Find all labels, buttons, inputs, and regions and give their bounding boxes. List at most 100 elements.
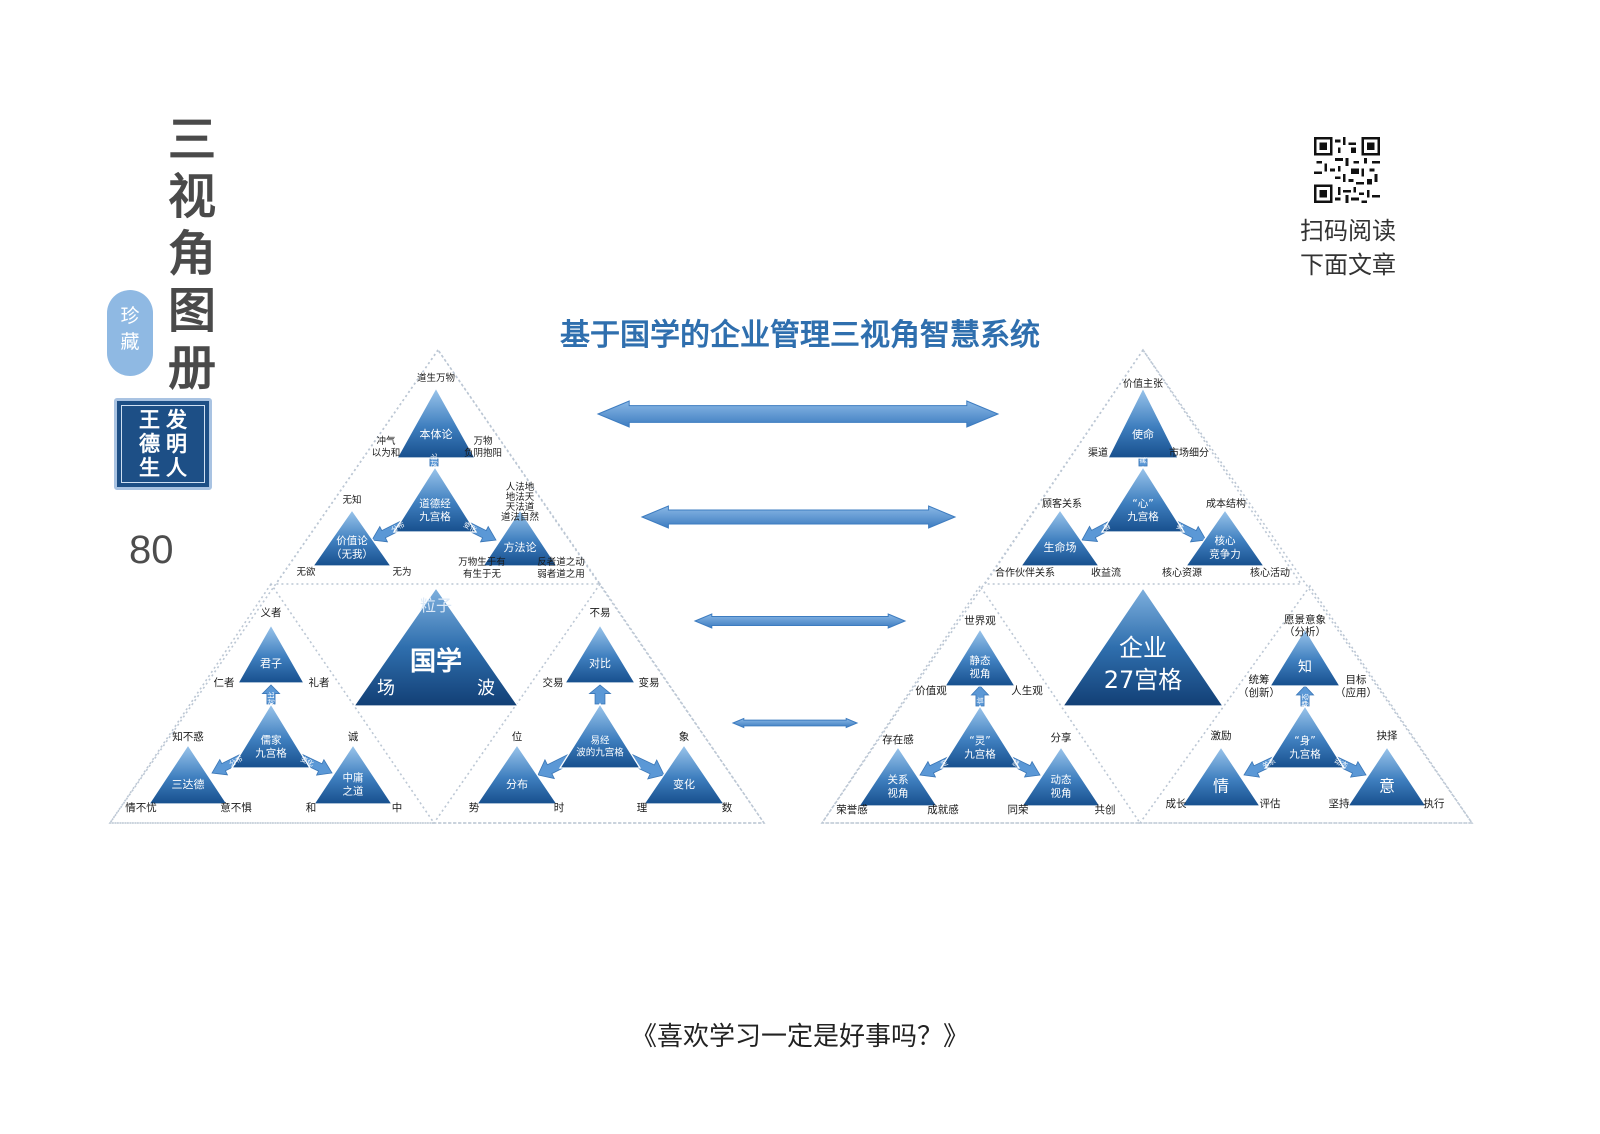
outline-triangle	[108, 582, 436, 824]
diagram-label: 统筹	[1249, 673, 1270, 686]
diagram-label: 抉择	[1377, 729, 1399, 742]
triangle-node-label: 静态	[970, 654, 991, 667]
page-title: 基于国学的企业管理三视角智慧系统	[560, 318, 1040, 353]
triangle-node-label: 生命场	[1044, 540, 1077, 554]
diagram-label: 目标	[1346, 674, 1368, 686]
title-char: 角	[167, 226, 216, 282]
center-label: 粒子	[420, 596, 452, 615]
diagram-label: 市场细分	[1169, 446, 1209, 459]
connector-arrow-label: 对比	[267, 692, 276, 706]
triangle-node	[943, 627, 1017, 687]
triangle-node-label: 视角	[888, 786, 909, 799]
connector-arrow-label: 善	[1102, 521, 1112, 532]
seal-char: 德	[139, 431, 160, 456]
diagram-label: 地法天	[506, 491, 535, 503]
seal-char: 生	[139, 455, 160, 480]
diagram-label: 同荣	[1008, 804, 1030, 816]
triangle-node	[395, 386, 477, 459]
triangle-node-label: 九宫格	[419, 510, 451, 523]
triangle-node-label: 九宫格	[255, 747, 287, 760]
connector-arrow-label: 慧	[1011, 758, 1021, 769]
qr-caption-line: 下面文章	[1300, 251, 1396, 279]
triangle-node	[857, 745, 939, 807]
diagram-label: 收益流	[1091, 566, 1121, 579]
triangle-node	[939, 704, 1021, 769]
triangle-node	[1264, 704, 1346, 769]
triangle-node-label: 关系	[888, 773, 909, 786]
qr-caption-line: 扫码阅读	[1300, 217, 1396, 245]
center-title: 27宫格	[1104, 666, 1183, 694]
connector-arrow-label: 静态	[1301, 694, 1310, 708]
outline-triangle	[820, 584, 1142, 824]
triangle-node-label: “身”	[1294, 734, 1315, 747]
connector-arrow-label: 真	[1139, 457, 1148, 464]
triangle-node	[481, 508, 559, 567]
diagram-label: 坚持	[1329, 797, 1351, 810]
triangle-node-label: 视角	[970, 667, 991, 680]
triangle-node	[1268, 627, 1342, 687]
diagram-label: 反者道之动	[537, 556, 585, 568]
triangle-node-label: 易经	[590, 735, 610, 747]
diagram-label: 愿景意象	[1284, 613, 1326, 626]
triangle-node-label: 本体论	[420, 427, 453, 441]
diagram-label: 价值观	[915, 684, 947, 697]
connector-arrow-label: 信	[976, 697, 985, 704]
diagram-label: 评估	[1260, 797, 1282, 810]
diagram-label: 冲气	[376, 435, 396, 447]
triangle-node	[312, 743, 394, 805]
triangle-node-label: 波的九宫格	[576, 747, 624, 759]
triangle-node-label: 动态	[1051, 773, 1073, 786]
triangle-node-label: 三达德	[172, 777, 205, 791]
diagram-label: 意不惧	[220, 801, 252, 814]
triangle-node-label: “心”	[1132, 498, 1153, 510]
connector-arrow-label: 定	[939, 758, 949, 769]
triangle-node-label: 中庸	[343, 771, 364, 784]
triangle-node	[475, 743, 559, 805]
triangle-node	[1346, 745, 1428, 807]
inventor-seal: 发 明 人 王 德 生	[114, 398, 212, 490]
triangle-node-label: 竞争力	[1209, 547, 1241, 560]
diagram-label: 象	[679, 731, 690, 743]
diagram-label: 共创	[1095, 803, 1116, 816]
connector-arrow-label: 美	[1175, 522, 1185, 533]
diagram-label: 万物生于有	[458, 556, 506, 568]
seal-char: 发	[166, 407, 187, 432]
triangle-node-label: 核心	[1215, 534, 1237, 547]
qr-code-icon[interactable]	[1314, 137, 1380, 203]
diagram-label: 义者	[261, 607, 282, 619]
diagram-label: 万物	[473, 435, 493, 447]
diagram-label: 情不忧	[125, 801, 157, 814]
diagram-label: 道法自然	[501, 511, 540, 523]
triangle-node-label: 之道	[343, 784, 364, 797]
diagram-label: 变易	[639, 676, 660, 689]
diagram-label: 激励	[1211, 729, 1232, 742]
triangle-node-label: 使命	[1132, 427, 1154, 441]
connector-arrow-icon	[970, 685, 990, 707]
title-char: 图	[167, 283, 216, 339]
diagram-label: 弱者道之用	[537, 568, 585, 580]
double-arrow-icon	[596, 400, 1000, 428]
diagram-label: 知不惑	[172, 730, 204, 743]
outline-triangle	[274, 348, 602, 585]
triangle-node-label: “灵”	[969, 735, 990, 747]
center-label: 波	[477, 678, 495, 699]
center-title: 国学	[410, 646, 462, 677]
title-char: 册	[167, 340, 216, 396]
diagram-label: 人法地	[506, 481, 535, 493]
outline-triangle	[108, 348, 766, 824]
triangle-node-label: 道德经	[419, 497, 451, 510]
seal-char: 明	[166, 431, 187, 456]
diagram-label: 人生观	[1011, 684, 1043, 697]
diagram-label: 理	[637, 802, 648, 814]
diagram-label: 中	[392, 801, 403, 814]
diagram-label: 无为	[392, 566, 411, 578]
triangle-node-label: 意	[1379, 777, 1395, 796]
triangle-node	[1020, 745, 1102, 807]
diagram-label: 有生于无	[463, 568, 502, 580]
diagram-label: 和	[306, 802, 317, 814]
double-arrow-icon	[731, 717, 859, 729]
diagram-label: 不易	[590, 607, 611, 619]
triangle-node	[1019, 508, 1101, 567]
diagram-label: 天法道	[506, 501, 535, 513]
diagram-label: 成长	[1166, 798, 1188, 810]
